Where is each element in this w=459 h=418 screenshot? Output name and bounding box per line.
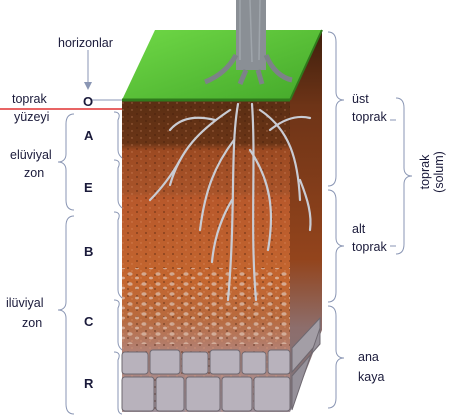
toprak-yuzeyi-label-2: yüzeyi — [14, 110, 49, 124]
solum-label-line-1: toprak — [418, 132, 432, 212]
horizon-label-r: R — [84, 376, 93, 391]
horizon-label-c: C — [84, 314, 93, 329]
horizon-label-o: O — [83, 94, 93, 109]
grass-surface — [122, 30, 322, 100]
alt-toprak-label-2: toprak — [352, 240, 387, 254]
horizon-label-a: A — [84, 128, 93, 143]
eluviyal-zone-label-1: elüviyal — [10, 148, 52, 162]
horizon-label-e: E — [84, 180, 93, 195]
c-horizon-pebbles — [122, 268, 290, 344]
iluviyal-zone-label-2: zon — [22, 316, 42, 330]
ust-toprak-label-2: toprak — [352, 110, 387, 124]
toprak-yuzeyi-label-1: toprak — [12, 92, 47, 106]
ust-toprak-label-1: üst — [352, 92, 369, 106]
eluviyal-zone-label-2: zon — [24, 166, 44, 180]
iluviyal-zone-label-1: ilüviyal — [6, 296, 44, 310]
horizonlar-label: horizonlar — [58, 36, 113, 50]
solum-label: toprak (solum) — [418, 132, 446, 212]
alt-toprak-label-1: alt — [352, 222, 365, 236]
left-braces — [58, 114, 74, 414]
ana-kaya-label-1: ana — [358, 350, 379, 364]
ana-kaya-label-2: kaya — [358, 370, 384, 384]
horizon-ticks — [98, 100, 122, 414]
horizon-label-b: B — [84, 244, 93, 259]
horizonlar-arrow — [84, 50, 92, 90]
solum-label-line-2: (solum) — [432, 132, 446, 212]
